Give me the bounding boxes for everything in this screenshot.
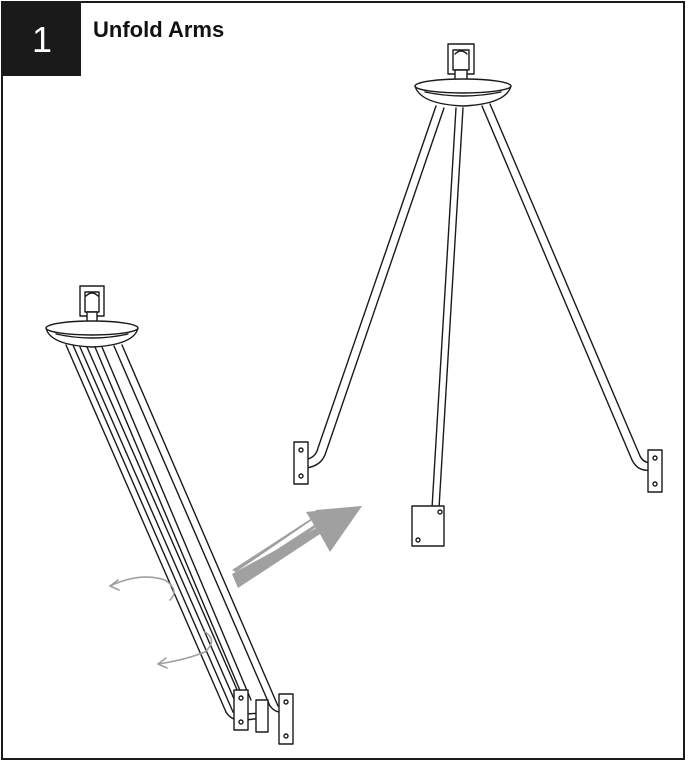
rotate-arrow-icon [109,576,213,669]
arm-left [293,105,445,485]
mounting-plates [233,689,294,745]
arm-center [411,107,464,547]
folded-fixture-drawing [45,285,294,745]
canopy-icon [414,78,512,107]
hanging-loop-icon [79,285,105,325]
unfolded-fixture-drawing [293,43,663,547]
hanging-loop-icon [447,43,475,85]
canopy-icon [45,320,139,348]
folded-arms [65,344,287,722]
step-title: Unfold Arms [93,17,225,42]
arm-right [481,103,663,493]
right-arrow-icon [232,506,362,588]
step-number: 1 [31,18,53,60]
step-number-badge: 1 [3,3,81,76]
